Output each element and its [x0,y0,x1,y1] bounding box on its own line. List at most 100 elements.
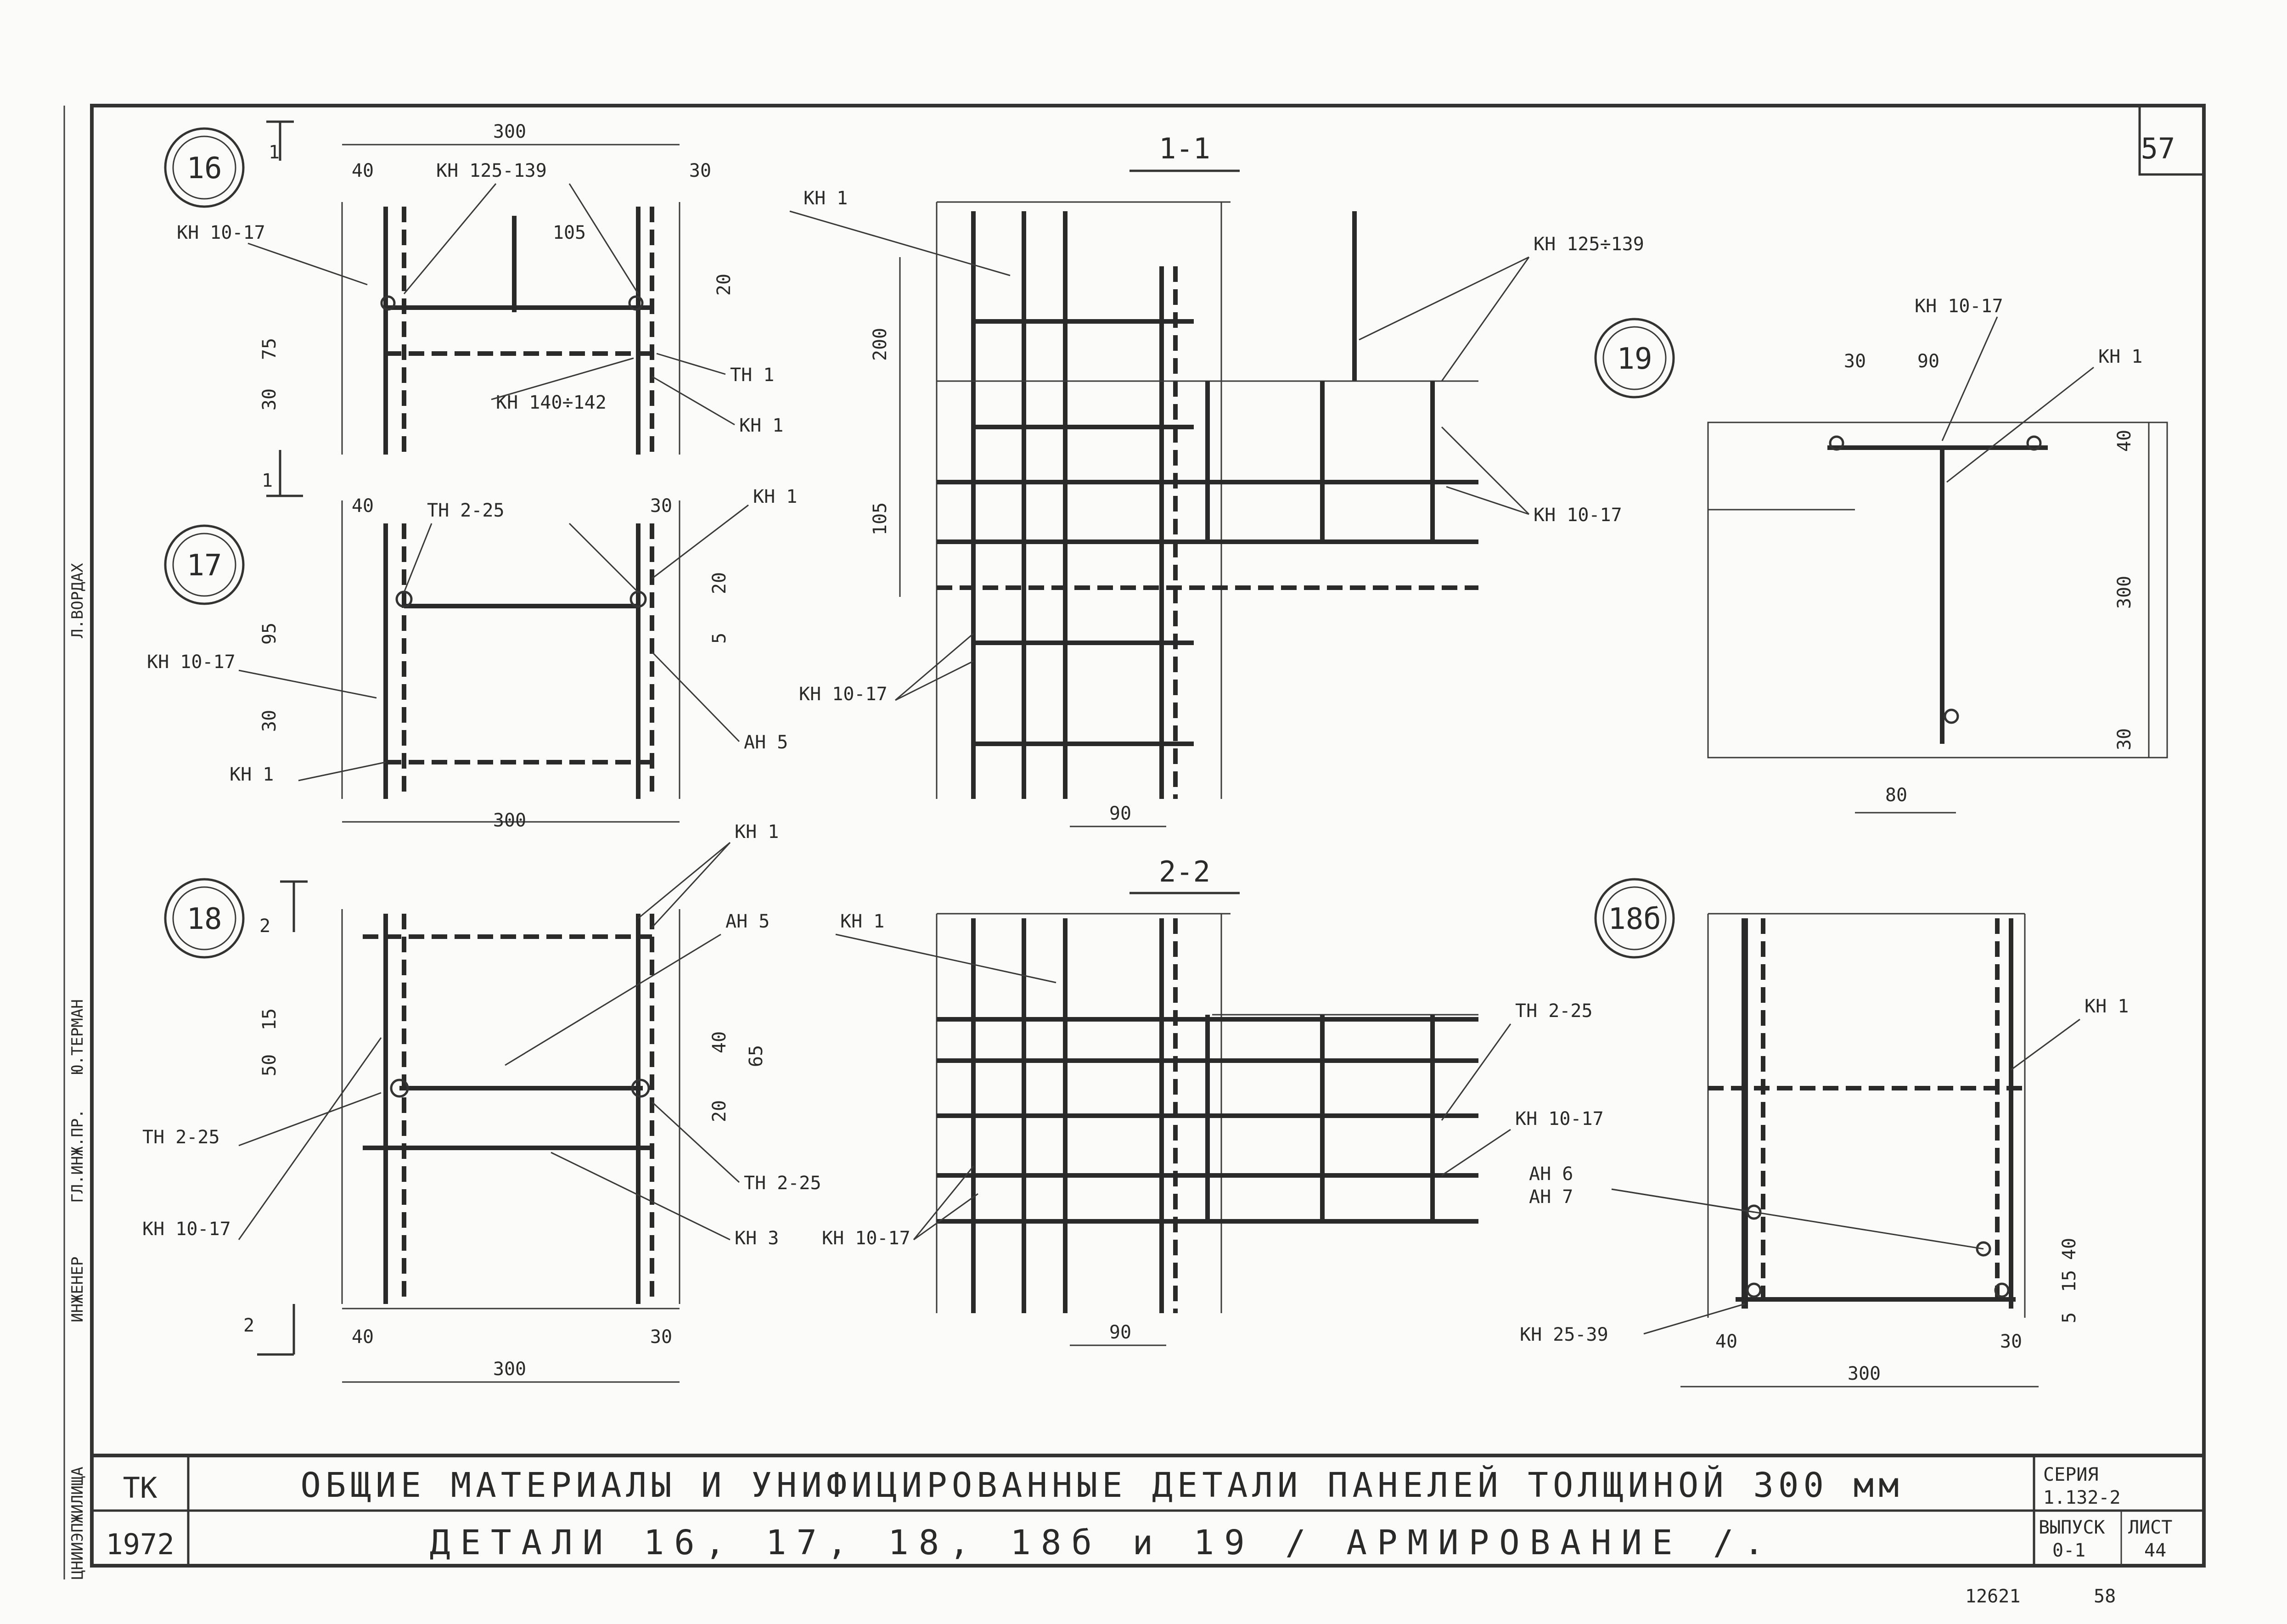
label-kn1: КН 1 [840,911,884,932]
label-tn2-25: ТН 2-25 [1515,1000,1593,1022]
label-kn1-top: КН 1 [753,486,797,507]
dim-90: 90 [1109,1322,1131,1343]
dim-90: 90 [1917,351,1939,372]
series-label: СЕРИЯ [2043,1464,2098,1485]
dim-300: 300 [493,1359,526,1380]
label-kn1-bottom: КН 1 [230,764,274,785]
detail-19: 19 30 90 40 300 30 80 КН 10-17 КН 1 [1594,296,2168,814]
dim-30: 30 [650,495,672,517]
dim-105: 105 [870,502,891,535]
dim-20: 20 [714,274,735,296]
dim-40b: 40 [352,1326,374,1348]
dim-50: 50 [259,1054,280,1076]
section-2-label-top: 2 [259,916,270,937]
sheet-title-line-2: ДЕТАЛИ 16, 17, 18, 18б и 19 / АРМИРОВАНИ… [430,1523,1774,1562]
section-2-label-bottom: 2 [243,1315,254,1336]
tk-code: ТК [123,1471,157,1505]
detail-17: 17 40 30 300 95 30 20 5 ТН 2-25 КН 1 КН … [147,486,797,831]
dim-30: 30 [650,1326,672,1348]
detail-16-number: 16 [186,152,222,185]
year: 1972 [106,1528,174,1561]
series-value: 1.132-2 [2043,1487,2121,1508]
label-tn2-25-left: ТН 2-25 [142,1127,220,1148]
label-kn10-17: КН 10-17 [1915,296,2003,317]
label-kn1: КН 1 [735,821,779,843]
label-kn10-17-right: КН 10-17 [1515,1108,1604,1129]
dim-20: 20 [709,1100,730,1122]
label-kn10-17: КН 10-17 [147,652,236,673]
label-kn1: КН 1 [2085,996,2129,1017]
dim-95: 95 [259,623,280,645]
label-kn25-39: КН 25-39 [1520,1324,1608,1345]
dim-80: 80 [1885,785,1907,806]
dim-15: 15 [2059,1270,2080,1292]
sheet-title-line-1: ОБЩИЕ МАТЕРИАЛЫ И УНИФИЦИРОВАННЫЕ ДЕТАЛИ… [300,1465,1903,1505]
sheet-number: 57 [2141,132,2175,165]
title-block: ТК 1972 ОБЩИЕ МАТЕРИАЛЫ И УНИФИЦИРОВАННЫ… [106,1464,2172,1562]
detail-17-number: 17 [186,549,222,583]
dim-20: 20 [709,572,730,594]
detail-18: 18 2 2 15 50 40 65 20 40 30 300 КН 1 АН … [142,821,821,1383]
dim-40: 40 [352,160,374,181]
label-kn1: КН 1 [739,415,783,436]
approver-name: Л.ВОРДАХ [68,563,87,638]
section-1-label-bottom: 1 [262,470,273,491]
label-an5: АН 5 [744,732,788,753]
dim-40b: 40 [2059,1238,2080,1260]
section-1-mark-bottom [266,450,303,497]
label-kn10-17: КН 10-17 [177,222,265,243]
section-2-mark-bottom [257,1304,295,1356]
dim-30: 30 [689,160,711,181]
engineer-name: Ю.ТЕРМАН [68,999,87,1074]
label-tn2-25-right: ТН 2-25 [744,1173,821,1194]
sheet-label: ЛИСТ [2128,1517,2172,1538]
dim-300: 300 [1848,1363,1881,1384]
dim-90: 90 [1109,803,1131,824]
label-kn140-142: КН 140÷142 [496,392,607,413]
dim-65: 65 [746,1045,767,1067]
section-1-1-title: 1-1 [1159,132,1210,165]
label-an7: АН 7 [1529,1186,1573,1208]
issue-label: ВЫПУСК [2039,1517,2105,1538]
label-an5: АН 5 [725,911,770,932]
detail-19-number: 19 [1617,342,1652,376]
role-gip: ГЛ.ИНЖ.ПР. [68,1109,87,1203]
archive-page: 58 [2094,1586,2116,1607]
label-kn1: КН 1 [804,188,848,209]
dim-40: 40 [352,495,374,517]
detail-18-marker [164,878,245,959]
label-an6: АН 6 [1529,1163,1573,1185]
dim-40: 40 [709,1031,730,1053]
section-1-label-top: 1 [269,142,280,163]
dim-5: 5 [709,633,730,644]
dim-300: 300 [2114,576,2135,609]
dim-30b: 30 [2114,728,2135,750]
dim-75: 75 [259,338,280,360]
label-kn10-17-left: КН 10-17 [822,1228,910,1249]
dim-200: 200 [870,328,891,361]
drawing-frame [90,104,2206,1568]
detail-18b: 18б КН 1 АН 6 АН 7 КН 25-39 40 30 300 5 … [1520,878,2129,1388]
label-tn1: ТН 1 [730,365,774,386]
dim-40: 40 [2114,430,2135,452]
dim-300: 300 [493,121,526,142]
detail-18b-number: 18б [1608,902,1661,936]
issue-value: 0-1 [2052,1540,2085,1561]
detail-17-marker [164,524,245,605]
detail-16-marker [164,127,245,208]
label-kn3: КН 3 [735,1228,779,1249]
archive-number: 12621 [1965,1586,2020,1607]
section-2-mark-top [280,880,308,932]
label-kn125-139: КН 125÷139 [1534,234,1644,255]
dim-40: 40 [1715,1331,1737,1352]
dim-30b: 30 [259,710,280,732]
dim-30: 30 [2000,1331,2022,1352]
dim-5: 5 [2059,1312,2080,1323]
section-2-2-title: 2-2 [1159,855,1210,888]
dim-30: 30 [1844,351,1866,372]
label-kn1: КН 1 [2098,346,2142,367]
label-kn10-17: КН 10-17 [142,1219,231,1240]
label-kn125-139: КН 125-139 [436,160,547,181]
